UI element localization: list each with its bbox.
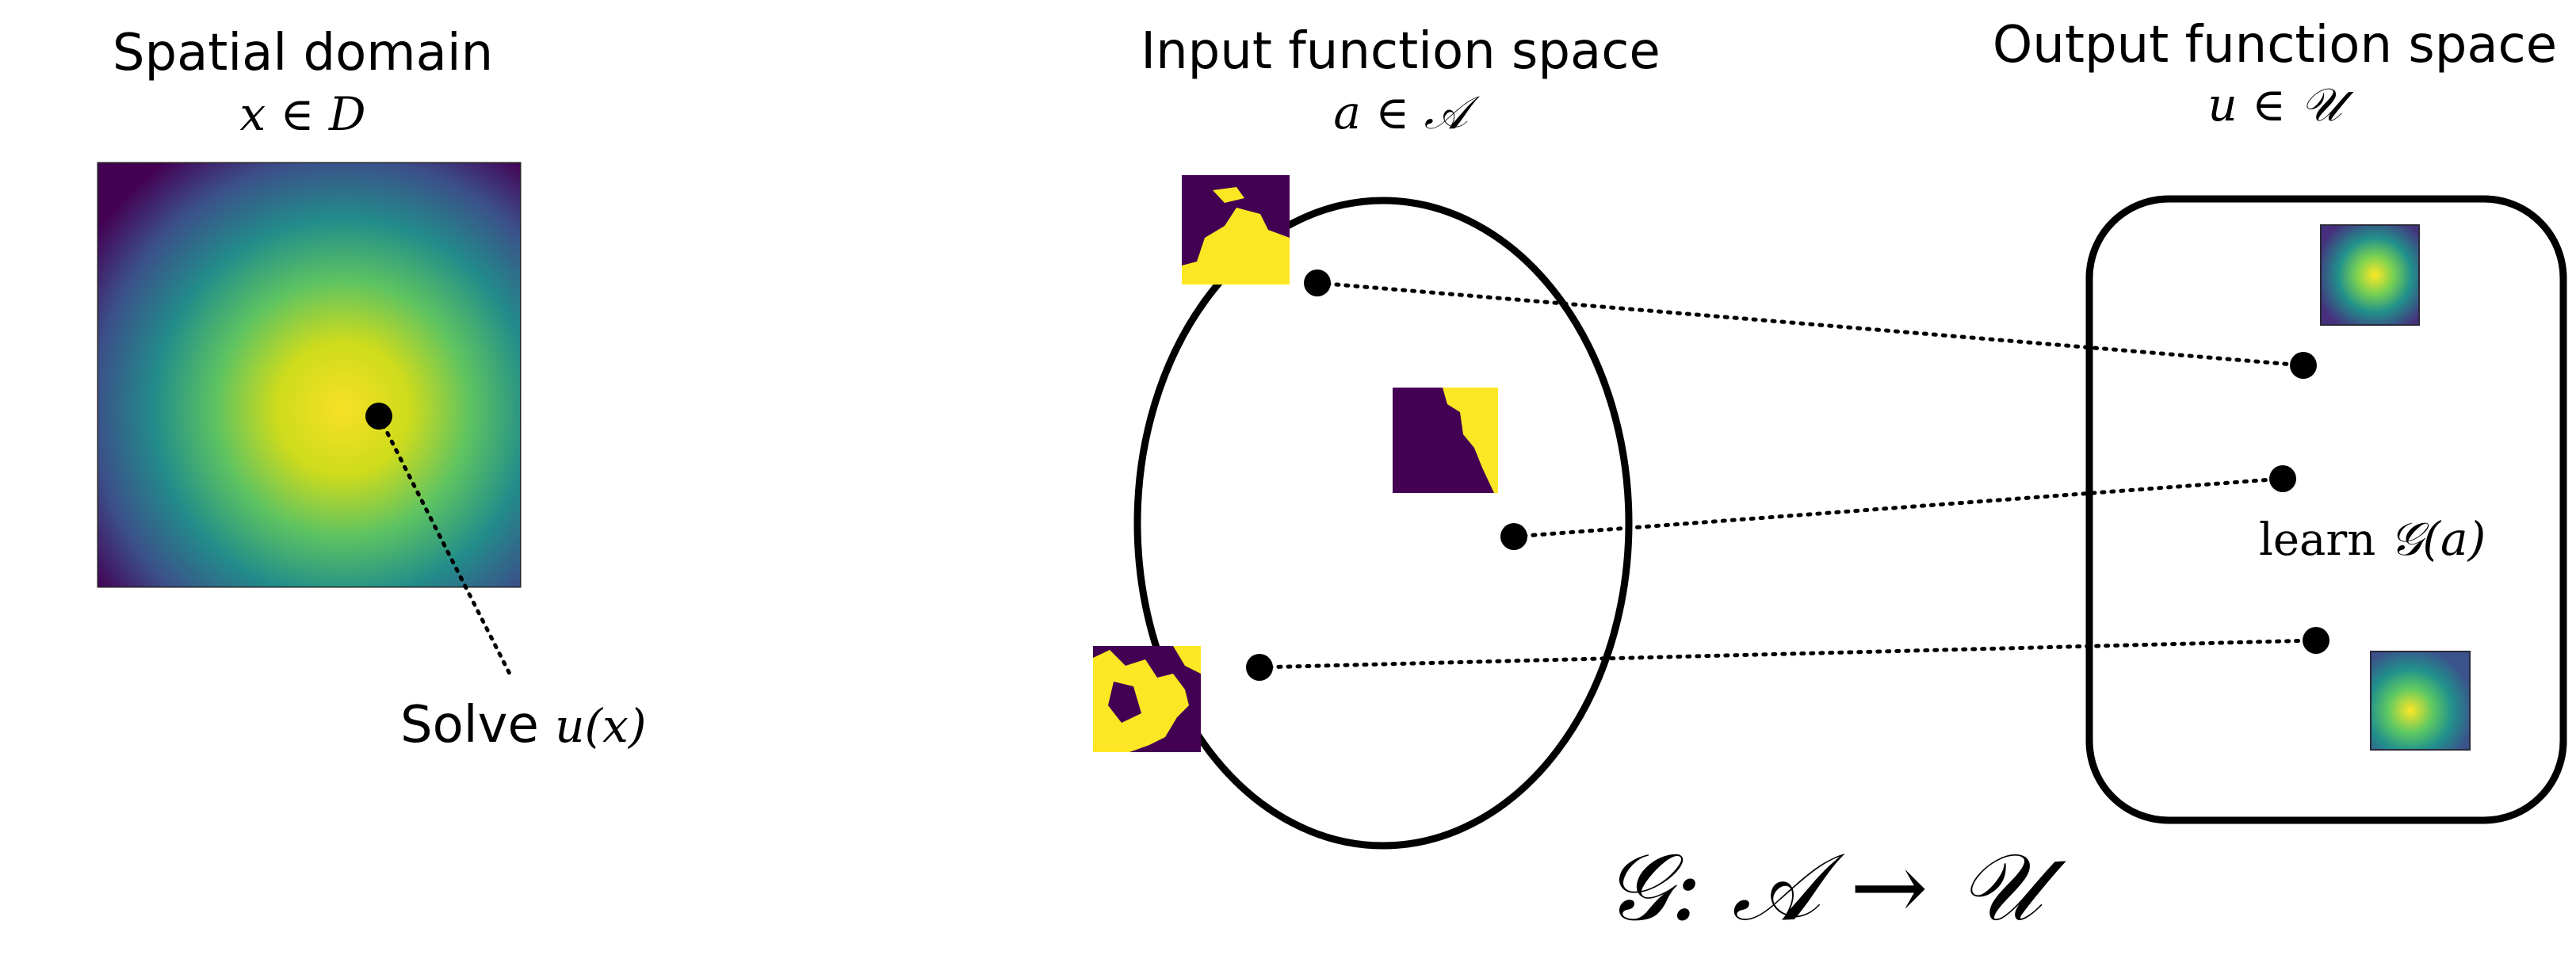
spatial-domain-title: Spatial domain: [112, 24, 494, 82]
spatial-domain-math: x ∈ D: [239, 87, 366, 141]
learn-math: 𝒢(a): [2390, 512, 2486, 566]
input-point-middle: [1500, 523, 1527, 550]
solve-math: u(x): [555, 699, 647, 753]
output-space-box: [2085, 195, 2567, 824]
learn-label: learn 𝒢(a): [2259, 512, 2486, 567]
output-thumbnail-top: [2320, 224, 2420, 326]
input-space-title: Input function space: [1141, 22, 1661, 81]
solve-text: Solve: [400, 696, 539, 755]
solve-label: Solve u(x): [400, 696, 646, 755]
output-space-title: Output function space: [1992, 16, 2558, 75]
output-point-bottom: [2303, 627, 2329, 654]
input-thumbnail-top: [1182, 175, 1290, 285]
output-thumbnail-bottom: [2370, 651, 2471, 751]
learn-text: learn: [2259, 514, 2376, 566]
spatial-point-dot: [365, 403, 392, 430]
spatial-domain-heatmap: [97, 162, 522, 588]
output-point-middle: [2269, 465, 2296, 492]
input-space-math: a ∈ 𝒜: [1333, 86, 1468, 139]
input-thumbnail-bottom: [1093, 646, 1201, 752]
input-thumbnail-middle: [1393, 388, 1498, 493]
input-point-top: [1304, 269, 1331, 296]
output-space-math: u ∈ 𝒰: [2207, 78, 2342, 132]
operator-formula: 𝒢: 𝒜 → 𝒰: [1603, 832, 2043, 942]
input-point-bottom: [1246, 654, 1273, 681]
input-space-ellipse: [1133, 197, 1633, 850]
solve-leader-line: [376, 414, 514, 681]
mapping-line-top: [1315, 281, 2306, 368]
mapping-line-bottom: [1257, 638, 2318, 670]
output-point-top: [2290, 352, 2317, 379]
